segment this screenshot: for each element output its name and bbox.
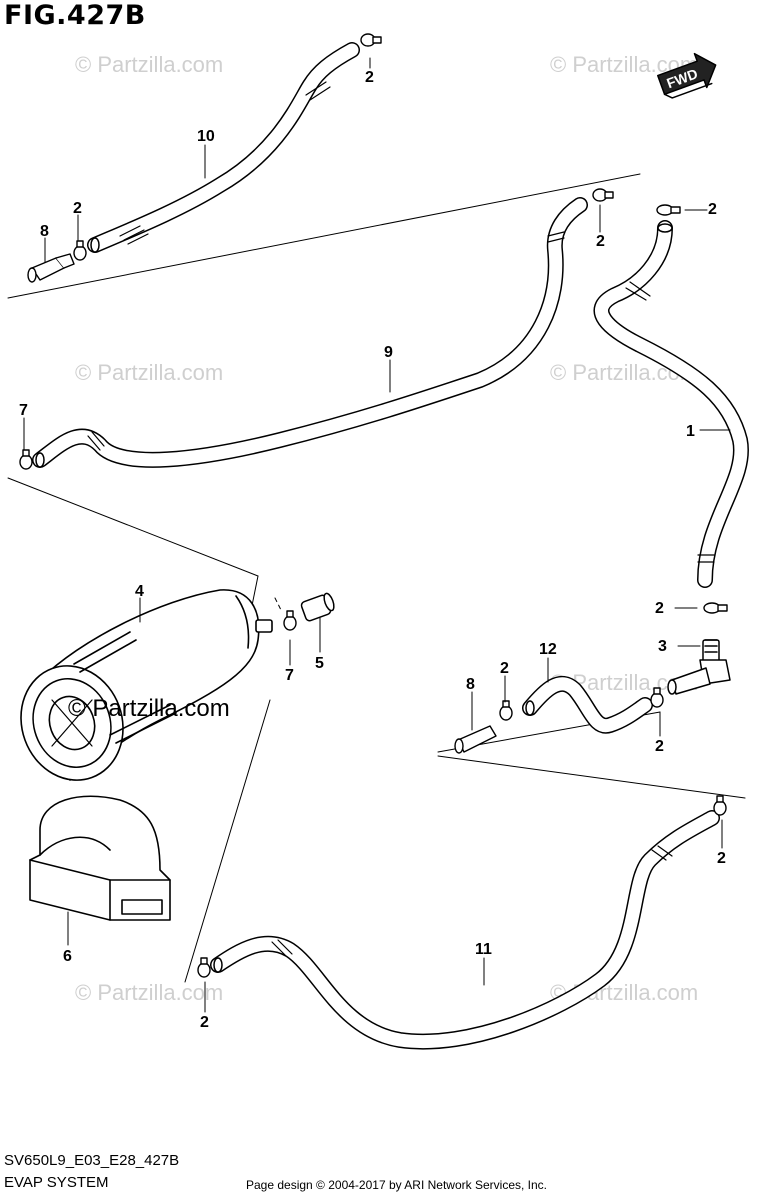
clamp <box>713 795 727 816</box>
clamp <box>703 602 728 614</box>
hose-9 <box>32 197 588 468</box>
callout-2: 2 <box>708 201 717 218</box>
bracket-6 <box>29 795 171 921</box>
figure-title: FIG.427B <box>4 0 146 31</box>
pipe-fitting-8-top <box>27 253 75 283</box>
clamp <box>592 188 614 202</box>
callout-2: 2 <box>717 850 726 867</box>
callout-3: 3 <box>658 638 667 655</box>
clamp <box>19 449 33 470</box>
callout-10: 10 <box>197 128 215 145</box>
callouts: 10 2 2 8 2 2 9 7 1 4 7 5 2 3 12 2 8 2 2 … <box>19 69 726 1031</box>
hose-1 <box>593 220 749 588</box>
clamp <box>360 33 382 47</box>
watermark: © Partzilla.com <box>75 980 223 1005</box>
callout-2: 2 <box>655 738 664 755</box>
callout-5: 5 <box>315 655 324 672</box>
callout-12: 12 <box>539 641 557 658</box>
clamp <box>650 687 664 708</box>
callout-4: 4 <box>135 583 144 600</box>
callout-11: 11 <box>475 941 492 958</box>
callout-7: 7 <box>19 402 28 419</box>
clamps <box>19 33 728 978</box>
watermark-main: © Partzilla.com <box>68 695 230 722</box>
canister-4 <box>20 589 273 781</box>
callout-2: 2 <box>596 233 605 250</box>
copyright: Page design © 2004-2017 by ARI Network S… <box>246 1178 548 1192</box>
callout-2: 2 <box>500 660 509 677</box>
watermark: © Partzilla.com <box>75 360 223 385</box>
clamp <box>499 700 513 721</box>
hose-12 <box>522 676 653 734</box>
callout-2: 2 <box>200 1014 209 1031</box>
callout-2: 2 <box>655 600 664 617</box>
figure-code: SV650L9_E03_E28_427B <box>4 1152 180 1169</box>
watermark: © Partzilla.com <box>75 52 223 77</box>
callout-1: 1 <box>686 423 695 440</box>
callout-8: 8 <box>466 676 475 693</box>
clamp <box>197 957 211 978</box>
clamp <box>656 204 681 216</box>
hose-10 <box>87 42 360 253</box>
elbow-joint-3 <box>667 639 731 695</box>
clamp <box>73 240 87 261</box>
callout-9: 9 <box>384 344 393 361</box>
leader-lines <box>23 57 731 1013</box>
hose-11 <box>210 810 720 1050</box>
callout-7: 7 <box>285 667 294 684</box>
callout-2: 2 <box>365 69 374 86</box>
pipe-fitting-8-low <box>454 725 497 754</box>
clamp <box>283 610 297 631</box>
callout-2: 2 <box>73 200 82 217</box>
system-name: EVAP SYSTEM <box>4 1174 109 1191</box>
callout-6: 6 <box>63 948 72 965</box>
callout-8: 8 <box>40 223 49 240</box>
hose-5 <box>300 592 335 622</box>
